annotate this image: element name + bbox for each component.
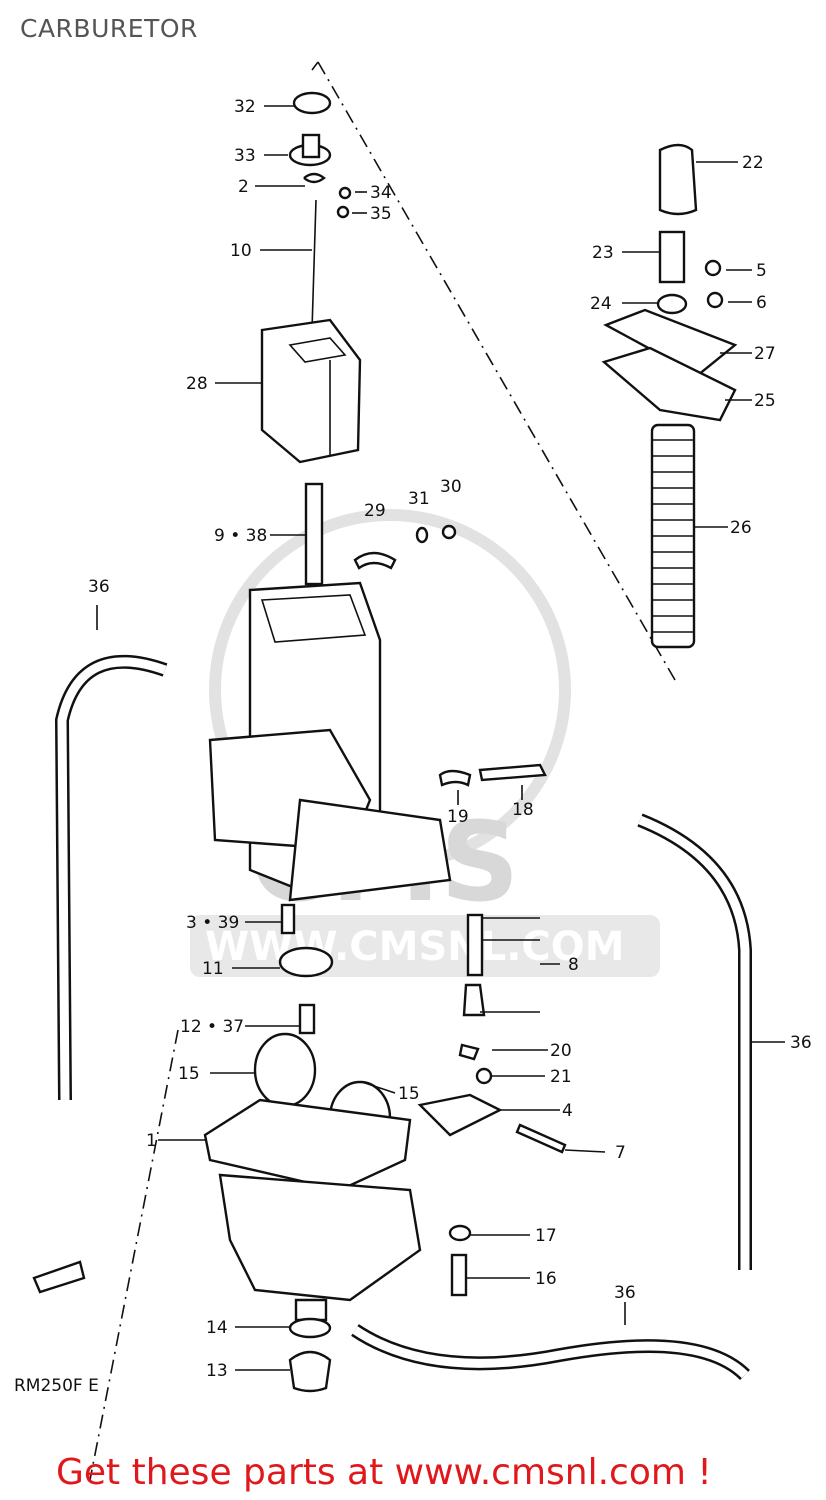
callout-12-37: 12 • 37	[180, 1017, 244, 1037]
vent-hose-left	[54, 654, 168, 1101]
callout-13: 13	[206, 1361, 228, 1381]
callout-30: 30	[440, 477, 462, 497]
callout-36-bottom: 36	[614, 1283, 636, 1303]
callout-33: 33	[234, 146, 256, 166]
callout-10: 10	[230, 241, 252, 261]
part-callouts: 32 33 2 34 35 10 28 22 23 5 24 6 27 25 2…	[88, 97, 812, 1381]
callout-36-left: 36	[88, 577, 110, 597]
callout-18: 18	[512, 800, 534, 820]
throttle-valve-group	[601, 143, 738, 649]
model-code: RM250F E	[14, 1376, 99, 1396]
callout-20: 20	[550, 1041, 572, 1061]
carburetor-body	[208, 482, 457, 902]
footer-link-text[interactable]: Get these parts at www.cmsnl.com !	[56, 1452, 712, 1493]
callout-36-right: 36	[790, 1033, 812, 1053]
callout-8: 8	[568, 955, 579, 975]
callout-15-left: 15	[178, 1064, 200, 1084]
callout-15-right: 15	[398, 1084, 420, 1104]
jet-parts	[278, 763, 567, 1297]
vent-hose-bottom	[351, 1324, 750, 1381]
callout-2: 2	[238, 177, 249, 197]
callout-22: 22	[742, 153, 764, 173]
callout-9-38: 9 • 38	[214, 526, 267, 546]
carburetor-top-cover	[260, 318, 362, 464]
callout-25: 25	[754, 391, 776, 411]
callout-29: 29	[364, 501, 386, 521]
callout-14: 14	[206, 1318, 228, 1338]
cable-adjuster-parts	[288, 91, 352, 331]
callout-26: 26	[730, 518, 752, 538]
callout-35: 35	[370, 204, 392, 224]
page-title: CARBURETOR	[20, 14, 198, 43]
callout-28: 28	[186, 374, 208, 394]
callout-4: 4	[562, 1101, 573, 1121]
forward-arrow-icon	[32, 1260, 86, 1294]
callout-16: 16	[535, 1269, 557, 1289]
callout-19: 19	[447, 807, 469, 827]
leader-lines	[96, 105, 785, 1371]
callout-11: 11	[202, 959, 224, 979]
callout-17: 17	[535, 1226, 557, 1246]
float-bowl-group	[203, 1032, 422, 1393]
callout-5: 5	[756, 261, 767, 281]
watermark-url-text: WWW.CMSNL.COM	[205, 924, 625, 970]
callout-3-39: 3 • 39	[186, 913, 239, 933]
callout-7: 7	[615, 1143, 626, 1163]
vent-hose-right	[637, 813, 752, 1270]
callout-24: 24	[590, 294, 612, 314]
callout-27: 27	[754, 344, 776, 364]
callout-21: 21	[550, 1067, 572, 1087]
callout-34: 34	[370, 183, 392, 203]
callout-32: 32	[234, 97, 256, 117]
callout-6: 6	[756, 293, 767, 313]
dashed-guide-lines	[89, 61, 676, 1481]
callout-31: 31	[408, 489, 430, 509]
callout-23: 23	[592, 243, 614, 263]
callout-1: 1	[146, 1131, 157, 1151]
